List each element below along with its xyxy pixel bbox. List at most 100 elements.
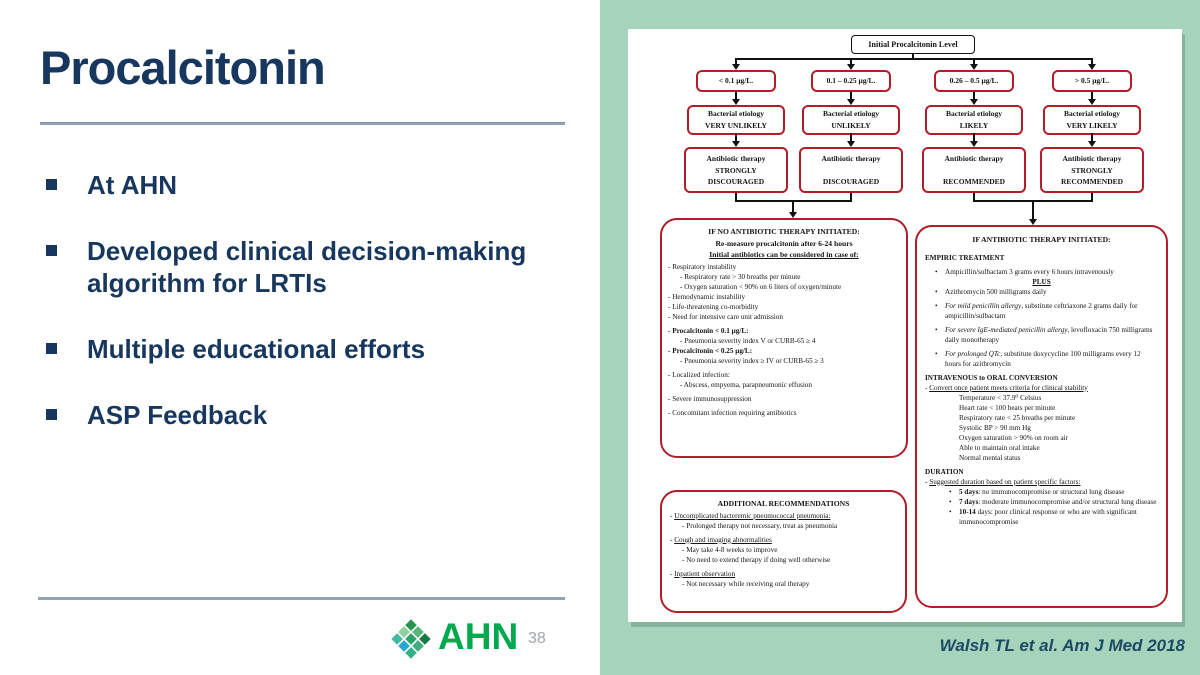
connector-line — [850, 58, 852, 65]
threshold-box-0: < 0.1 μg/L. — [696, 70, 776, 92]
antibiotic-lines: EMPIRIC TREATMENT•Ampicillin/sulbactam 3… — [925, 246, 1158, 527]
text-line: - Life-threatening co-morbidity — [668, 302, 759, 311]
text-line: Temperature < 37.9⁰ Celsius — [959, 393, 1042, 402]
arrowhead-icon — [731, 64, 740, 70]
connector-line — [850, 133, 852, 142]
text-line: Systolic BP > 90 mm Hg — [959, 423, 1031, 432]
text-line: EMPIRIC TREATMENT — [925, 253, 1005, 262]
connector-line — [735, 133, 737, 142]
antibiotic-box: IF ANTIBIOTIC THERAPY INITIATED: EMPIRIC… — [915, 225, 1168, 608]
arrowhead-icon — [846, 99, 855, 105]
text-line: •For severe IgE-mediated penicillin alle… — [935, 325, 1153, 344]
title-divider — [40, 122, 565, 125]
arrowhead-icon — [969, 141, 978, 147]
algorithm-figure: Initial Procalcitonin Level IF NO ANTIBI… — [628, 29, 1182, 622]
text-line: - Cough and imaging abnormalities — [670, 535, 772, 544]
text-line: •5 days: no immunocompromise or structur… — [949, 487, 1125, 496]
no-antibiotic-lines: - Respiratory instability- Respiratory r… — [668, 261, 900, 418]
connector-line — [735, 58, 737, 65]
connector-line — [973, 58, 975, 65]
page-title: Procalcitonin — [40, 41, 326, 94]
bullet-square-icon — [46, 244, 57, 256]
text-line: Heart rate < 100 beats per minute — [959, 403, 1056, 412]
text-line: - Not necessary while receiving oral the… — [682, 579, 810, 588]
connector-line — [735, 193, 737, 200]
text-line: - Severe immunosuppression — [668, 394, 752, 403]
connector-line — [1091, 133, 1093, 142]
connector-line — [850, 193, 852, 200]
bullet-square-icon — [46, 342, 57, 354]
citation: Walsh TL et al. Am J Med 2018 — [939, 636, 1185, 655]
threshold-box-2: 0.26 – 0.5 μg/L. — [934, 70, 1014, 92]
connector-line — [1091, 92, 1093, 100]
text-line: - Suggested duration based on patient sp… — [925, 477, 1081, 486]
text-line: - Procalcitonin < 0.25 μg/L: — [668, 346, 753, 355]
connector-line — [1032, 200, 1034, 220]
arrowhead-icon — [1087, 141, 1096, 147]
text-line: - May take 4-8 weeks to improve — [682, 545, 778, 554]
arrowhead-icon — [1087, 99, 1096, 105]
text-line: •For mild penicillin allergy, substitute… — [935, 301, 1138, 320]
arrowhead-icon — [846, 64, 855, 70]
connector-line — [735, 58, 1093, 60]
text-line: - Concomitant infection requiring antibi… — [668, 408, 797, 417]
additional-recommendations-box: ADDITIONAL RECOMMENDATIONS - Uncomplicat… — [660, 490, 907, 613]
text-line: - Need for intensive care unit admission — [668, 312, 783, 321]
arrowhead-icon — [846, 141, 855, 147]
text-line: - Respiratory rate > 30 breaths per minu… — [680, 272, 801, 281]
connector-line — [1091, 58, 1093, 65]
additional-recommendations-title: ADDITIONAL RECOMMENDATIONS — [717, 499, 850, 508]
no-antibiotic-title: IF NO ANTIBIOTIC THERAPY INITIATED: — [708, 227, 860, 236]
arrowhead-icon — [1087, 64, 1096, 70]
threshold-box-1: 0.1 – 0.25 μg/L. — [811, 70, 891, 92]
connector-line — [973, 193, 975, 200]
text-line: - Procalcitonin < 0.1 μg/L: — [668, 326, 749, 335]
text-line: - Convert once patient meets criteria fo… — [925, 383, 1088, 392]
connector-line — [850, 92, 852, 100]
bullet-item: Multiple educational efforts — [46, 334, 586, 366]
bullet-square-icon — [46, 179, 57, 190]
text-line: - Respiratory instability — [668, 262, 737, 271]
ahn-logo-text: AHN — [438, 616, 519, 657]
footer-divider — [38, 597, 565, 600]
bullet-item: Developed clinical decision-making algor… — [46, 236, 586, 300]
therapy-box-2: Antibiotic therapy RECOMMENDED — [922, 147, 1026, 193]
bullet-square-icon — [46, 408, 57, 420]
text-line: PLUS — [1032, 277, 1051, 286]
connector-line — [735, 92, 737, 100]
text-line: - Inpatient observation — [670, 569, 736, 578]
arrowhead-icon — [731, 99, 740, 105]
text-line: •For prolonged QTc, substitute doxycycli… — [935, 349, 1141, 368]
page-number: 38 — [528, 630, 546, 647]
text-line: - Prolonged therapy not necessary, treat… — [682, 521, 838, 530]
arrowhead-icon — [1028, 219, 1037, 225]
text-line: Oxygen saturation > 90% on room air — [959, 433, 1069, 442]
arrowhead-icon — [969, 99, 978, 105]
text-line: DURATION — [925, 467, 964, 476]
connector-line — [973, 133, 975, 142]
connector-line — [792, 200, 794, 213]
threshold-box-3: > 0.5 μg/L. — [1052, 70, 1132, 92]
reference-panel: Initial Procalcitonin Level IF NO ANTIBI… — [600, 0, 1200, 675]
text-line: Respiratory rate < 25 breaths per minute — [959, 413, 1076, 422]
text-line: - Pneumonia severity index V or CURB-65 … — [680, 336, 816, 345]
antibiotic-title: IF ANTIBIOTIC THERAPY INITIATED: — [972, 235, 1111, 244]
additional-recommendations-lines: - Uncomplicated bacteremic pneumococcal … — [670, 510, 897, 589]
text-line: - Hemodynamic instability — [668, 292, 746, 301]
no-antibiotic-box: IF NO ANTIBIOTIC THERAPY INITIATED: Re-m… — [660, 218, 908, 458]
no-antibiotic-subtitle: Re-measure procalcitonin after 6-24 hour… — [715, 238, 853, 248]
text-line: - Localized infection: — [668, 370, 730, 379]
connector-line — [973, 92, 975, 100]
connector-line — [1091, 193, 1093, 200]
therapy-box-1: Antibiotic therapy DISCOURAGED — [799, 147, 903, 193]
text-line: INTRAVENOUS to ORAL CONVERSION — [925, 373, 1058, 382]
flowchart-root-box: Initial Procalcitonin Level — [851, 35, 975, 54]
